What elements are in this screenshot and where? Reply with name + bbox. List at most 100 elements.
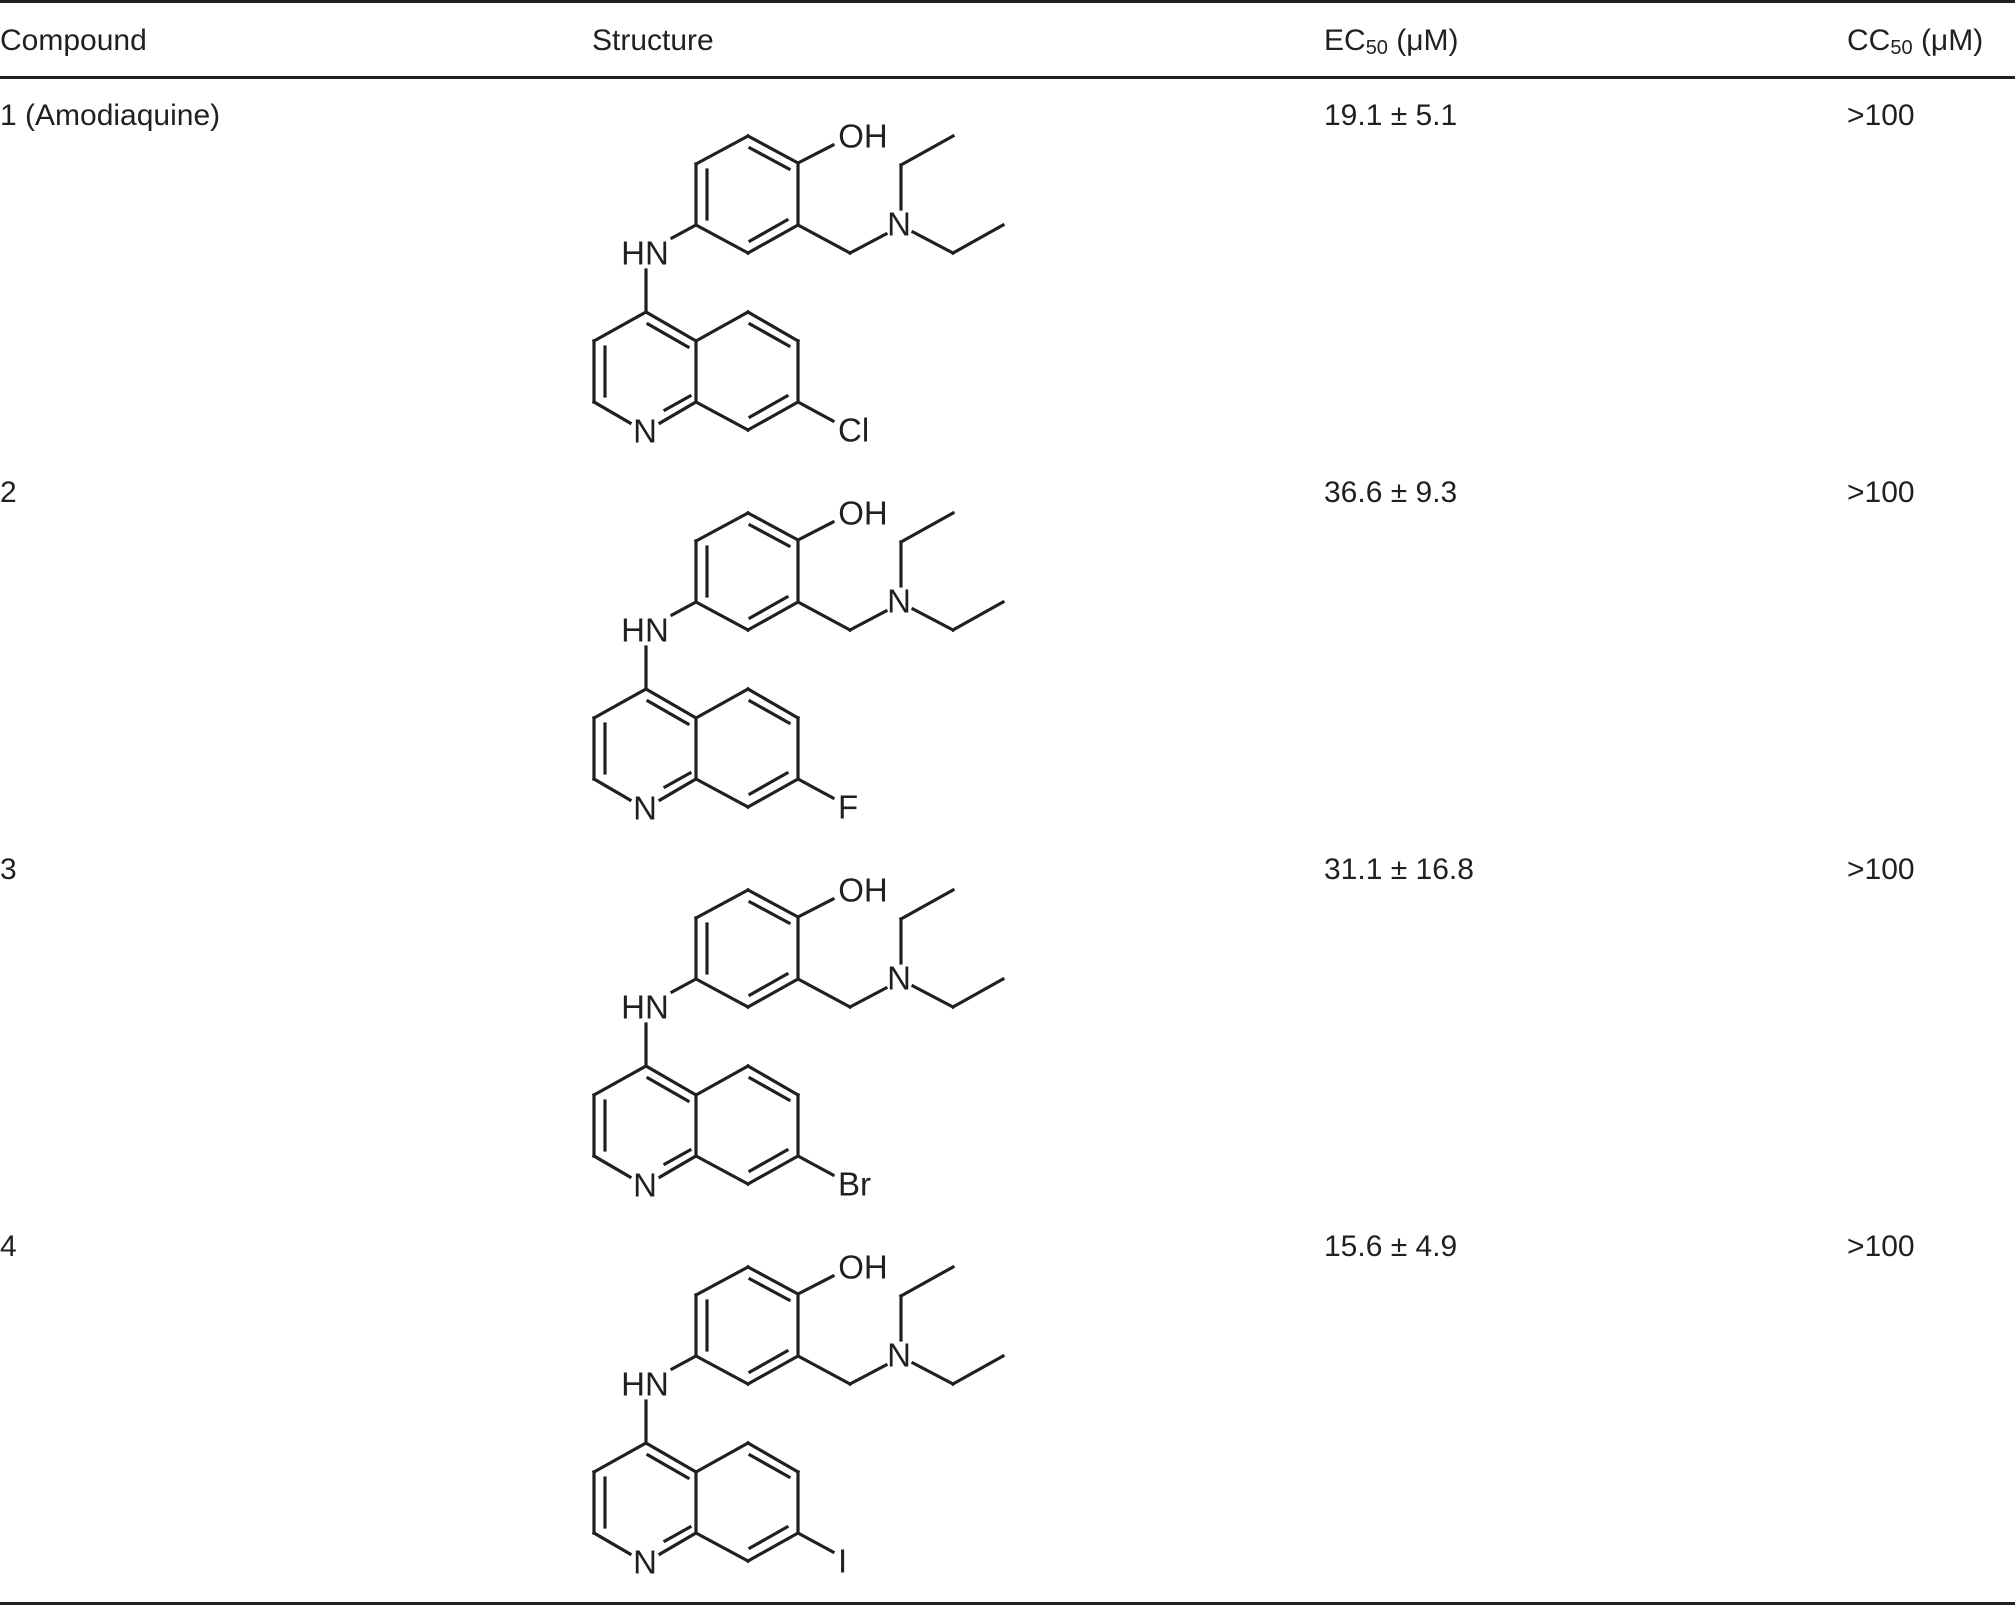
bond: [693, 399, 751, 433]
bond: [591, 309, 649, 344]
header-ec50-sub: 50: [1365, 37, 1388, 59]
bond: [693, 1153, 751, 1187]
bond: [745, 1063, 801, 1098]
header-structure: Structure: [592, 24, 714, 57]
bond: [747, 522, 792, 549]
header-rule: [0, 76, 2015, 79]
bond: [747, 321, 792, 349]
bond: [747, 393, 790, 420]
bond: [693, 599, 751, 633]
bond: [591, 686, 649, 721]
bond: [645, 698, 691, 727]
bond: [693, 1063, 751, 1098]
bond: [747, 594, 790, 621]
cc50-cell: >100: [1847, 853, 1915, 886]
bond: [645, 1075, 691, 1104]
atom-label-halogen: F: [838, 789, 858, 826]
atom-label-ring-n: N: [633, 413, 657, 450]
bond: [693, 686, 751, 721]
bond: [643, 1440, 699, 1475]
atom-label-oh: OH: [838, 118, 888, 155]
bond: [669, 976, 699, 995]
bond: [745, 1264, 801, 1297]
bond: [693, 510, 751, 544]
bond: [693, 776, 751, 810]
header-ec50-main: EC: [1324, 24, 1366, 57]
header-compound: Compound: [0, 24, 147, 57]
bond: [693, 976, 751, 1010]
bond: [693, 1440, 751, 1475]
atom-label-hn: HN: [621, 612, 669, 649]
bond: [745, 599, 801, 633]
atom-label-amine-n: N: [887, 960, 911, 997]
bond: [693, 133, 751, 167]
bond: [643, 309, 699, 344]
bond: [795, 1530, 836, 1555]
bond: [669, 1353, 699, 1372]
bond: [795, 976, 853, 1010]
header-cc50-main: CC: [1847, 24, 1891, 57]
bond: [747, 217, 790, 244]
bond: [591, 1153, 633, 1180]
cc50-cell: >100: [1847, 1230, 1915, 1263]
bond: [591, 776, 633, 803]
bond: [591, 1440, 649, 1475]
bond: [745, 222, 801, 256]
atom-label-hn: HN: [621, 989, 669, 1026]
bond: [795, 399, 836, 424]
bond: [591, 1530, 633, 1557]
atom-label-halogen: Cl: [838, 412, 869, 449]
bond: [910, 606, 956, 633]
bond: [747, 770, 790, 797]
bond: [745, 976, 801, 1010]
bond: [747, 1147, 790, 1174]
bond: [898, 1264, 956, 1299]
bond: [745, 887, 801, 920]
bond: [795, 776, 836, 801]
compound-cell: 1 (Amodiaquine): [0, 99, 221, 132]
bond: [847, 231, 889, 256]
bond: [645, 1452, 691, 1481]
atom-label-oh: OH: [838, 1249, 888, 1286]
bond: [795, 599, 853, 633]
bond: [669, 599, 699, 618]
bond: [669, 222, 699, 241]
bond: [747, 1524, 790, 1551]
header-cc50: CC50 (μM): [1847, 24, 1983, 59]
bond: [795, 1353, 853, 1387]
header-ec50-unit: (μM): [1396, 24, 1459, 57]
atom-label-oh: OH: [838, 495, 888, 532]
bond: [745, 1440, 801, 1475]
bond: [795, 519, 836, 543]
compound-cell: 4: [0, 1230, 17, 1263]
bond: [747, 145, 792, 172]
atom-label-halogen: Br: [838, 1166, 871, 1203]
atom-label-ring-n: N: [633, 1544, 657, 1581]
bond: [643, 1063, 699, 1098]
bond: [847, 608, 889, 633]
bond: [745, 309, 801, 344]
bond: [745, 399, 801, 433]
cc50-cell: >100: [1847, 476, 1915, 509]
bond: [747, 698, 792, 726]
atom-label-amine-n: N: [887, 1337, 911, 1374]
table-bottom-rule: [0, 1602, 2015, 1605]
bond: [910, 229, 956, 256]
bond: [747, 971, 790, 998]
bond: [747, 1452, 792, 1480]
bond: [950, 222, 1006, 256]
bond: [795, 1153, 836, 1178]
bond: [950, 1353, 1006, 1387]
bond: [745, 686, 801, 721]
bond: [795, 1273, 836, 1297]
bond: [910, 1360, 956, 1387]
bond: [950, 599, 1006, 633]
bond: [898, 510, 956, 545]
bond: [693, 1353, 751, 1387]
bond: [643, 686, 699, 721]
bond: [591, 1063, 649, 1098]
atom-label-ring-n: N: [633, 1167, 657, 1204]
